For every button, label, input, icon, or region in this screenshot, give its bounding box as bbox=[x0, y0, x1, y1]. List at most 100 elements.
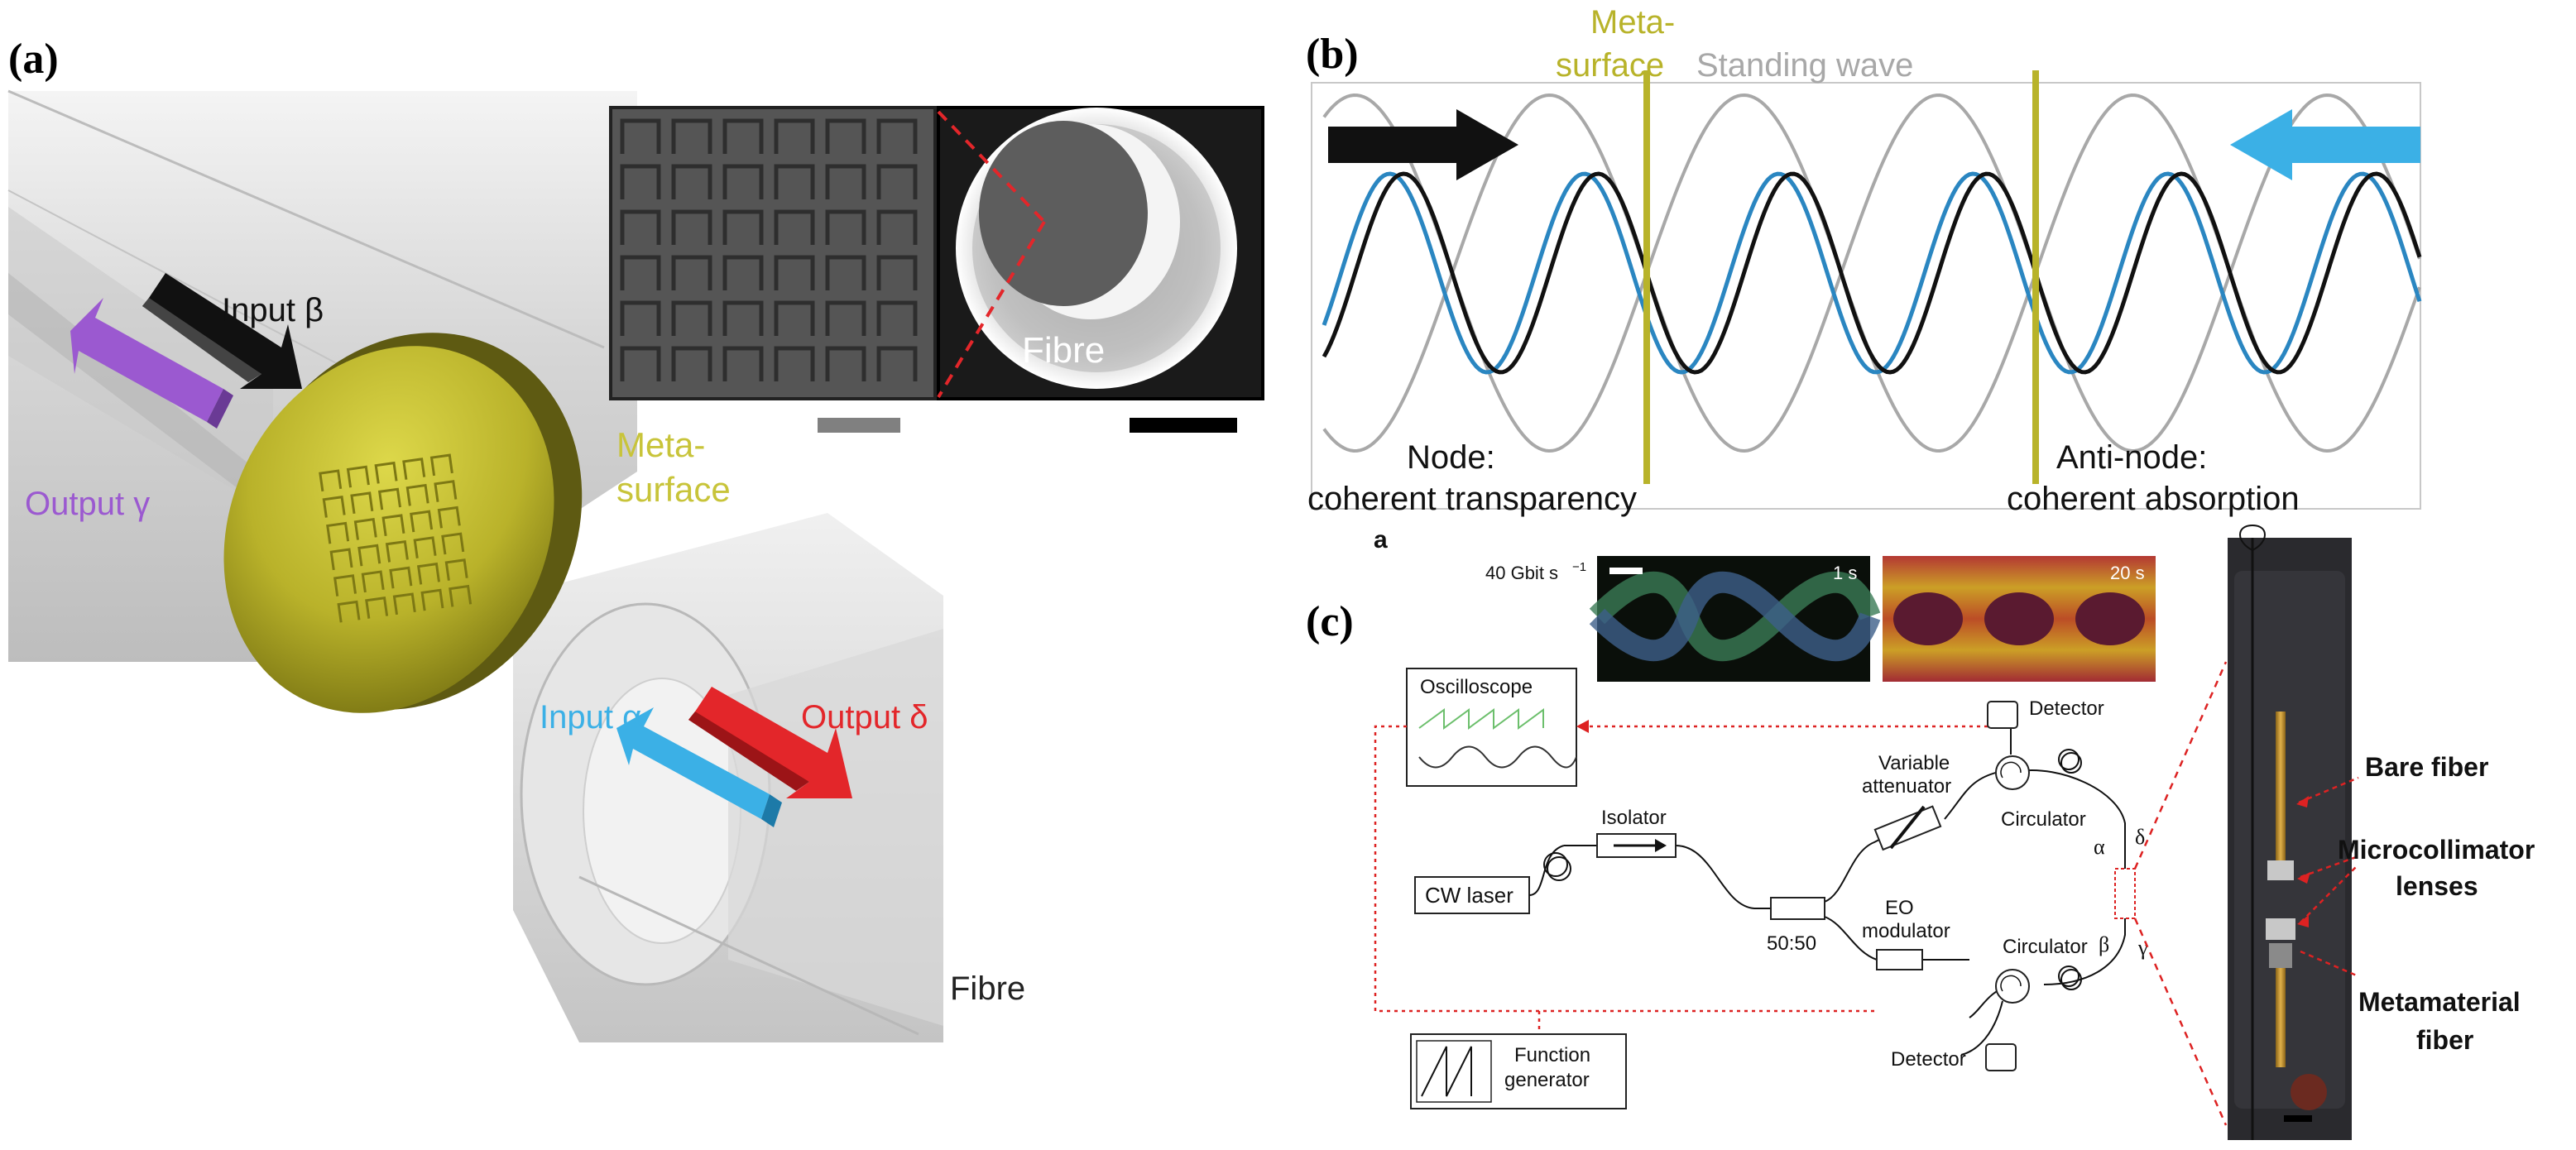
sem-split-ring bbox=[876, 300, 918, 336]
sample-holder: α δ β γ bbox=[2094, 825, 2148, 960]
label-micro-line1: Microcollimator bbox=[2338, 835, 2535, 865]
detector-top: Detector bbox=[1987, 697, 2104, 729]
label-node-line2: coherent transparency bbox=[1307, 481, 1637, 517]
sem-split-ring bbox=[876, 118, 918, 154]
sem-split-ring bbox=[671, 255, 712, 290]
panel-a-label: (a) bbox=[8, 36, 59, 83]
label-beta: β bbox=[2099, 932, 2109, 956]
label-meta-line1: Meta- bbox=[616, 425, 705, 464]
label-meta-line2: fiber bbox=[2416, 1025, 2473, 1055]
sem-split-ring bbox=[620, 346, 661, 381]
splitter: 50:50 bbox=[1767, 897, 1825, 955]
label-antinode-line2: coherent absorption bbox=[2007, 481, 2300, 517]
label-circulator-bottom: Circulator bbox=[2003, 936, 2088, 958]
arrow-input-left bbox=[2230, 109, 2420, 180]
disc-ring bbox=[441, 532, 465, 555]
label-rate: 40 Gbit s bbox=[1485, 563, 1558, 583]
label-b-meta-line2: surface bbox=[1556, 47, 1664, 84]
arrow-input-right bbox=[1328, 109, 1518, 180]
label-input-beta: Input β bbox=[222, 292, 324, 328]
label-isolator: Isolator bbox=[1601, 807, 1667, 829]
disc-ring bbox=[322, 496, 346, 518]
photo-scale-bar bbox=[2284, 1115, 2312, 1122]
detector-bottom: Detector bbox=[1891, 1043, 2017, 1071]
label-detector-bottom: Detector bbox=[1891, 1048, 1966, 1071]
sem-split-ring bbox=[722, 164, 764, 199]
sem-split-ring bbox=[671, 300, 712, 336]
arrowhead-oscilloscope bbox=[1576, 720, 1589, 733]
function-generator: Function generator bbox=[1410, 1033, 1627, 1109]
circulator-bottom: Circulator bbox=[1995, 936, 2088, 1004]
disc-ring bbox=[357, 544, 381, 567]
label-output-gamma: Output γ bbox=[25, 486, 150, 522]
label-time-1: 1 s bbox=[1833, 563, 1857, 583]
disc-ring bbox=[385, 539, 409, 563]
circulator-top: Circulator bbox=[1995, 755, 2086, 831]
disc-ring bbox=[333, 574, 357, 597]
arrow-input-beta bbox=[142, 273, 302, 389]
disc-ring bbox=[389, 566, 413, 589]
label-meta-line2: surface bbox=[616, 470, 731, 509]
photo-annotations: Bare fiber Microcollimator lenses Metama… bbox=[2296, 752, 2535, 1055]
disc-ring bbox=[350, 491, 374, 515]
arrow-output-delta bbox=[688, 687, 852, 798]
oscilloscope: Oscilloscope bbox=[1406, 668, 1577, 787]
fiber-coils bbox=[2058, 749, 2082, 990]
disc-ring bbox=[444, 558, 468, 581]
arrow-output-gamma bbox=[70, 298, 233, 429]
wave-blue bbox=[1322, 171, 2422, 375]
sem-split-ring bbox=[825, 255, 866, 290]
label-output-delta: Output δ bbox=[801, 699, 928, 736]
metasurface-bar-antinode bbox=[2032, 70, 2039, 484]
disc-ring bbox=[361, 570, 385, 593]
label-oscilloscope: Oscilloscope bbox=[1420, 676, 1533, 698]
disc-ring bbox=[449, 584, 473, 607]
label-standing-wave: Standing wave bbox=[1696, 47, 1913, 84]
label-generator: generator bbox=[1504, 1069, 1590, 1091]
sem-split-ring bbox=[722, 209, 764, 245]
fibre-scale-bar bbox=[1130, 418, 1237, 433]
zoom-lines bbox=[2133, 661, 2228, 1126]
disc-ring bbox=[381, 514, 405, 537]
disc-ring bbox=[337, 600, 361, 623]
label-micro-line2: lenses bbox=[2396, 871, 2478, 901]
sem-split-ring bbox=[620, 209, 661, 245]
sem-split-ring bbox=[722, 346, 764, 381]
fiber-paths bbox=[1528, 728, 2126, 1056]
disc-ring bbox=[377, 487, 401, 510]
sem-split-ring bbox=[620, 118, 661, 154]
sem-split-ring bbox=[620, 300, 661, 336]
disc-ring bbox=[420, 588, 444, 611]
sem-split-ring bbox=[876, 209, 918, 245]
label-alpha: α bbox=[2094, 835, 2105, 859]
label-time-2: 20 s bbox=[2110, 563, 2145, 583]
device-photo bbox=[2228, 524, 2352, 1140]
sem-split-ring bbox=[722, 118, 764, 154]
eye-diagram-20s: 20 s bbox=[1883, 556, 2156, 682]
metasurface-bar-node bbox=[1643, 70, 1650, 484]
sem-split-ring bbox=[722, 300, 764, 336]
disc-ring bbox=[413, 536, 437, 558]
variable-attenuator: Variable attenuator bbox=[1862, 752, 1951, 851]
label-variable: Variable bbox=[1878, 752, 1950, 774]
label-antinode-line1: Anti-node: bbox=[2056, 439, 2207, 476]
sem-split-ring bbox=[774, 164, 815, 199]
eye-scale-bar bbox=[1609, 568, 1643, 574]
label-rate-exp: −1 bbox=[1572, 560, 1586, 574]
panel-b-label: (b) bbox=[1306, 31, 1359, 78]
sem-split-ring bbox=[774, 118, 815, 154]
disc-ring bbox=[353, 517, 377, 540]
sem-split-ring bbox=[722, 255, 764, 290]
disc-ring bbox=[374, 461, 398, 484]
label-fibre-bottom: Fibre bbox=[950, 970, 1025, 1007]
disc-ring bbox=[434, 480, 458, 502]
label-sub-a: a bbox=[1374, 526, 1388, 553]
sem-split-ring bbox=[671, 164, 712, 199]
disc-ring bbox=[405, 483, 429, 506]
signal-lines bbox=[1374, 725, 1988, 1033]
disc-ring bbox=[402, 458, 426, 480]
disc-ring bbox=[346, 465, 370, 488]
label-circulator-top: Circulator bbox=[2001, 808, 2086, 831]
eye-diagram-1s: 1 s bbox=[1589, 556, 1881, 682]
